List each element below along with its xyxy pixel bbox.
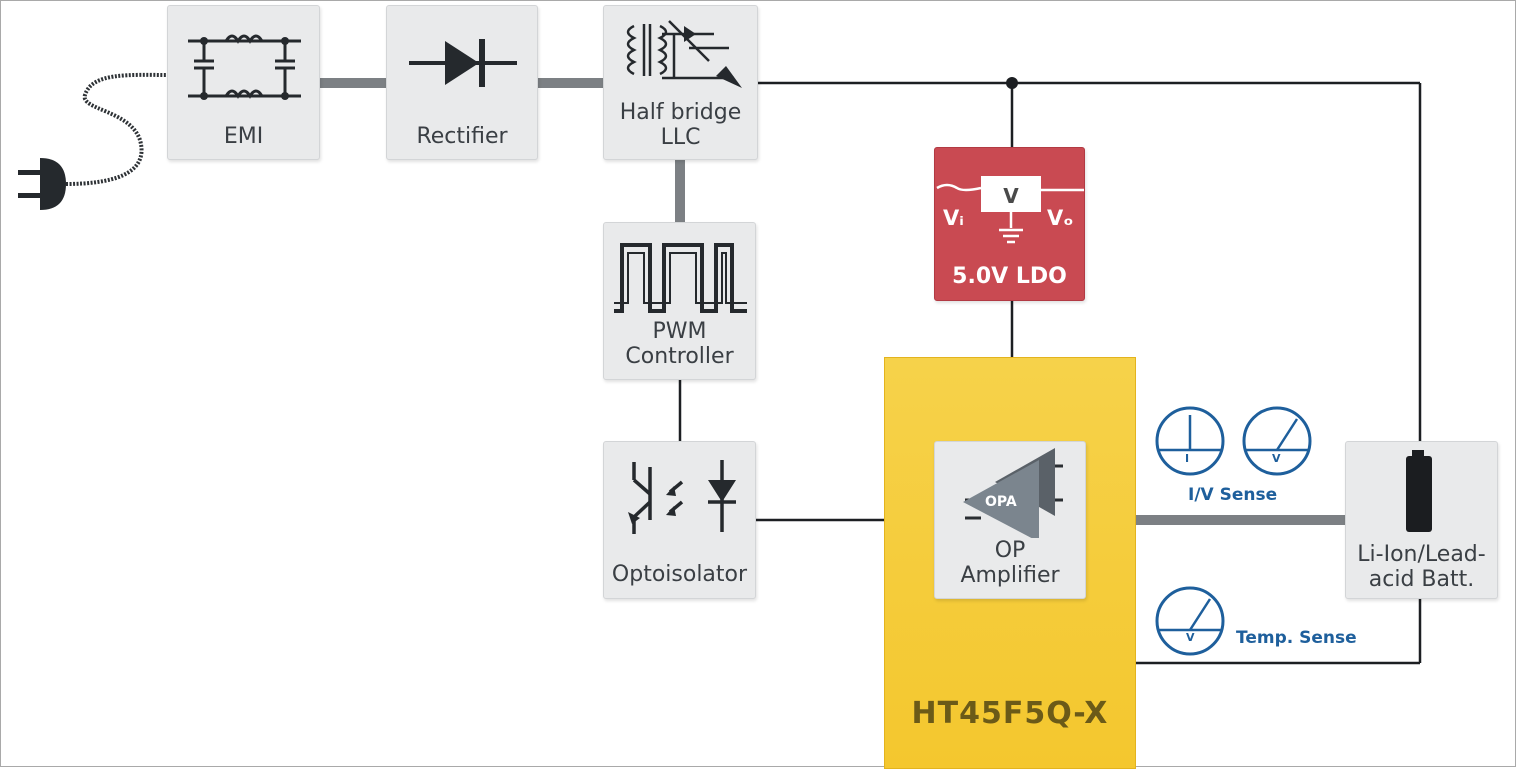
opamp-tag: OPA	[985, 494, 1017, 510]
temp-sense-label: Temp. Sense	[1236, 628, 1357, 648]
ldo-v-label: V	[1003, 184, 1019, 208]
meter-v-label: V	[1272, 452, 1281, 465]
diode-icon	[409, 39, 517, 87]
ldo-vi-label: Vᵢ	[943, 206, 964, 230]
opamp-icon	[963, 448, 1063, 538]
op-amplifier-block: OPA OP Amplifier	[934, 441, 1086, 599]
pwm-label: PWM Controller	[625, 319, 734, 369]
signal-wires	[678, 81, 1422, 665]
iv-sense-label: I/V Sense	[1188, 485, 1278, 505]
junction-dot	[1006, 77, 1018, 89]
emi-label: EMI	[223, 124, 264, 149]
llc-label: Half bridge LLC	[619, 100, 742, 150]
meter-i-label: I	[1185, 452, 1190, 465]
current-meter-icon	[1155, 406, 1225, 476]
mcu-label: HT45F5Q-X	[911, 696, 1109, 731]
half-bridge-llc-block: Half bridge LLC	[603, 5, 758, 160]
emi-block: EMI	[167, 5, 320, 160]
rectifier-block: Rectifier	[386, 5, 538, 160]
pwm-waveform-icon	[614, 243, 747, 313]
voltage-meter-icon	[1242, 406, 1312, 476]
rectifier-label: Rectifier	[416, 124, 508, 149]
ldo-regulator-block: V Vᵢ Vₒ 5.0V LDO	[934, 147, 1085, 301]
opamp-label: OP Amplifier	[960, 538, 1060, 588]
battery-icon	[1406, 450, 1432, 532]
emi-filter-icon	[188, 34, 301, 100]
temperature-meter-icon	[1155, 586, 1225, 656]
ldo-vo-label: Vₒ	[1047, 206, 1074, 230]
optocoupler-icon	[628, 460, 736, 534]
ldo-label: 5.0V LDO	[952, 264, 1067, 289]
meter-t-label: V	[1186, 631, 1195, 644]
pwm-controller-block: PWM Controller	[603, 222, 756, 380]
optoisolator-label: Optoisolator	[611, 562, 748, 587]
power-plug-icon	[18, 72, 169, 210]
transformer-icon	[626, 20, 742, 88]
battery-label: Li-Ion/Lead- acid Batt.	[1357, 542, 1486, 592]
battery-block: Li-Ion/Lead- acid Batt.	[1345, 441, 1498, 599]
regulator-icon	[936, 176, 1084, 244]
optoisolator-block: Optoisolator	[603, 441, 756, 599]
